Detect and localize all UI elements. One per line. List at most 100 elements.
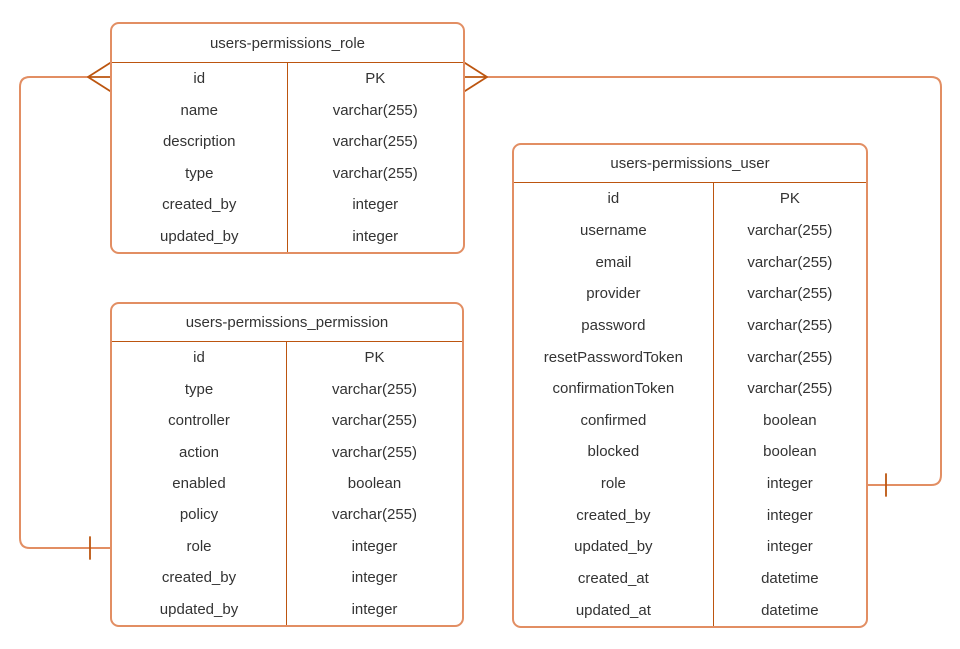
entity-row-name: name varchar(255)	[112, 94, 463, 126]
field-name-cell: id	[112, 342, 287, 374]
field-name-cell: enabled	[112, 467, 287, 500]
entity-row-policy: policy varchar(255)	[112, 499, 462, 531]
field-name-cell: id	[514, 183, 714, 215]
field-type-cell: integer	[351, 537, 398, 555]
entity-row-enabled: enabled boolean	[112, 467, 462, 500]
entity-row-role: role integer	[514, 467, 866, 500]
crow-foot-many-icon	[464, 62, 488, 92]
field-name-cell: username	[514, 214, 714, 247]
entity-row-updated_by: updated_by integer	[112, 220, 463, 252]
field-type-cell: PK	[364, 349, 385, 367]
field-type-cell: boolean	[763, 443, 817, 461]
entity-row-type: type varchar(255)	[112, 373, 462, 405]
field-type-cell: integer	[766, 475, 813, 493]
field-name-cell: policy	[112, 499, 287, 531]
field-type-cell: varchar(255)	[747, 221, 833, 239]
field-type-cell: boolean	[763, 411, 817, 429]
field-type-cell: varchar(255)	[747, 348, 833, 366]
field-name-cell: password	[514, 309, 714, 342]
edge-role-user[interactable]	[486, 76, 942, 486]
entity-row-id: id PK	[112, 63, 463, 95]
field-name-cell: controller	[112, 404, 287, 437]
entity-row-username: username varchar(255)	[514, 214, 866, 247]
entity-field-rows: id PK name varchar(255) description varchar(2…	[112, 63, 463, 252]
entity-table-users-permissions-user[interactable]: users-permissions_user id PK username varch…	[512, 143, 868, 628]
entity-row-created_at: created_at datetime	[514, 562, 866, 595]
entity-row-id: id PK	[112, 342, 462, 374]
field-type-cell: integer	[352, 227, 399, 245]
field-type-cell: integer	[766, 538, 813, 556]
field-name-cell: email	[514, 246, 714, 278]
field-type-cell: varchar(255)	[747, 380, 833, 398]
field-name-cell: type	[112, 373, 287, 405]
entity-row-provider: provider varchar(255)	[514, 277, 866, 310]
field-name-cell: blocked	[514, 436, 714, 468]
field-name-cell: updated_by	[112, 220, 288, 252]
field-name-cell: updated_by	[514, 531, 714, 563]
field-type-cell: varchar(255)	[331, 506, 418, 524]
entity-row-password: password varchar(255)	[514, 309, 866, 342]
entity-row-action: action varchar(255)	[112, 436, 462, 468]
field-name-cell: type	[112, 157, 288, 189]
field-name-cell: created_by	[514, 499, 714, 532]
crow-foot-many-icon	[87, 62, 111, 92]
entity-table-title: users-permissions_role	[112, 24, 463, 63]
field-name-cell: action	[112, 436, 287, 468]
field-name-cell: name	[112, 94, 288, 126]
field-name-cell: created_at	[514, 562, 714, 595]
entity-table-users-permissions-permission[interactable]: users-permissions_permission id PK type var…	[110, 302, 464, 627]
field-type-cell: varchar(255)	[331, 443, 418, 461]
field-type-cell: varchar(255)	[747, 285, 833, 303]
field-name-cell: description	[112, 126, 288, 158]
field-type-cell: datetime	[761, 570, 819, 587]
field-type-cell: varchar(255)	[747, 316, 833, 334]
field-name-cell: provider	[514, 277, 714, 310]
entity-row-created_by: created_by integer	[112, 562, 462, 594]
field-name-cell: created_by	[112, 562, 287, 594]
entity-row-updated_by: updated_by integer	[112, 593, 462, 625]
field-type-cell: integer	[352, 196, 399, 214]
entity-row-description: description varchar(255)	[112, 126, 463, 158]
field-name-cell: role	[514, 467, 714, 500]
field-type-cell: varchar(255)	[332, 101, 418, 119]
field-name-cell: confirmationToken	[514, 372, 714, 405]
entity-row-created_by: created_by integer	[514, 499, 866, 532]
entity-row-blocked: blocked boolean	[514, 436, 866, 468]
entity-row-confirmationToken: confirmationToken varchar(255)	[514, 372, 866, 405]
entity-row-id: id PK	[514, 183, 866, 215]
entity-row-resetPasswordToken: resetPasswordToken varchar(255)	[514, 341, 866, 373]
entity-field-rows: id PK username varchar(255) email varchar(255…	[514, 183, 866, 626]
field-type-cell: PK	[779, 190, 800, 208]
entity-row-confirmed: confirmed boolean	[514, 404, 866, 437]
entity-row-created_by: created_by integer	[112, 189, 463, 221]
field-type-cell: PK	[365, 70, 386, 88]
entity-row-email: email varchar(255)	[514, 246, 866, 278]
field-type-cell: boolean	[347, 474, 402, 492]
field-type-cell: integer	[351, 600, 398, 618]
entity-table-users-permissions-role[interactable]: users-permissions_role id PK name varchar(2…	[110, 22, 465, 254]
field-name-cell: created_by	[112, 189, 288, 221]
field-type-cell: datetime	[761, 601, 819, 619]
field-name-cell: resetPasswordToken	[514, 341, 714, 373]
field-name-cell: id	[112, 63, 288, 95]
entity-table-title: users-permissions_user	[514, 145, 866, 183]
field-name-cell: confirmed	[514, 404, 714, 437]
entity-table-title: users-permissions_permission	[112, 304, 462, 342]
field-type-cell: varchar(255)	[747, 253, 833, 271]
field-name-cell: updated_at	[514, 594, 714, 626]
field-name-cell: role	[112, 530, 287, 563]
field-type-cell: varchar(255)	[332, 133, 418, 151]
field-type-cell: varchar(255)	[331, 380, 418, 398]
field-type-cell: integer	[766, 506, 813, 524]
edge-role-permission[interactable]	[19, 76, 111, 549]
entity-row-updated_at: updated_at datetime	[514, 594, 866, 626]
field-name-cell: updated_by	[112, 593, 287, 625]
entity-row-role: role integer	[112, 530, 462, 563]
entity-row-updated_by: updated_by integer	[514, 531, 866, 563]
field-type-cell: integer	[351, 569, 398, 587]
